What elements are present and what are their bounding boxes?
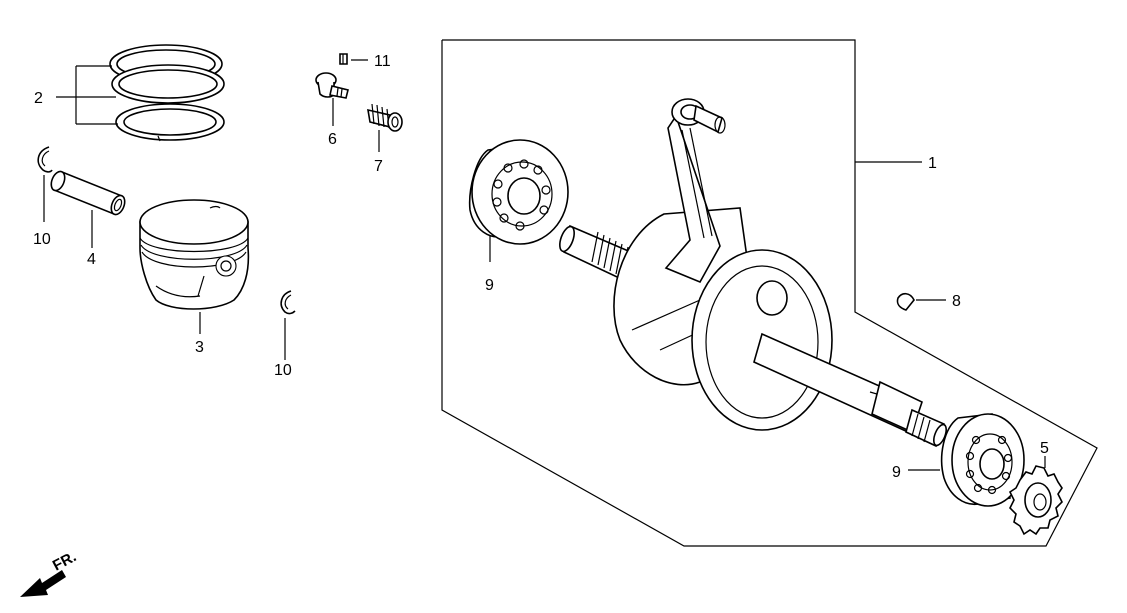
pin	[339, 53, 348, 65]
piston-rings	[109, 44, 225, 142]
front-direction-label: FR.	[50, 548, 79, 574]
connecting-rod	[664, 98, 726, 284]
front-arrow-icon	[20, 570, 66, 597]
assembly-boundary	[441, 39, 1098, 547]
piston	[139, 199, 250, 310]
piston-pin-clip-right	[280, 290, 296, 315]
callout-3: 3	[195, 339, 204, 356]
callout-9-left: 9	[485, 277, 494, 294]
callout-7: 7	[374, 158, 383, 175]
bolt	[315, 72, 349, 99]
callout-11: 11	[374, 53, 391, 70]
ball-bearing-right	[940, 413, 1025, 507]
callout-4: 4	[87, 251, 96, 268]
callout-5: 5	[1040, 440, 1049, 457]
piston-pin-clip-left	[37, 146, 53, 173]
callout-2: 2	[34, 90, 43, 107]
ball-bearing-left	[468, 139, 569, 245]
woodruff-key	[896, 292, 915, 311]
front-direction-indicator: FR.	[20, 548, 79, 597]
callout-10-left: 10	[33, 231, 51, 248]
callout-9-right: 9	[892, 464, 901, 481]
callout-1: 1	[928, 155, 937, 172]
callout-6: 6	[328, 131, 337, 148]
piston-pin	[50, 170, 126, 216]
callout-10-right: 10	[274, 362, 292, 379]
callout-2-leader	[56, 65, 118, 125]
cam-chain-sprocket	[1008, 465, 1063, 536]
callout-8: 8	[952, 293, 961, 310]
spring	[367, 103, 403, 132]
crankshaft	[559, 98, 948, 448]
